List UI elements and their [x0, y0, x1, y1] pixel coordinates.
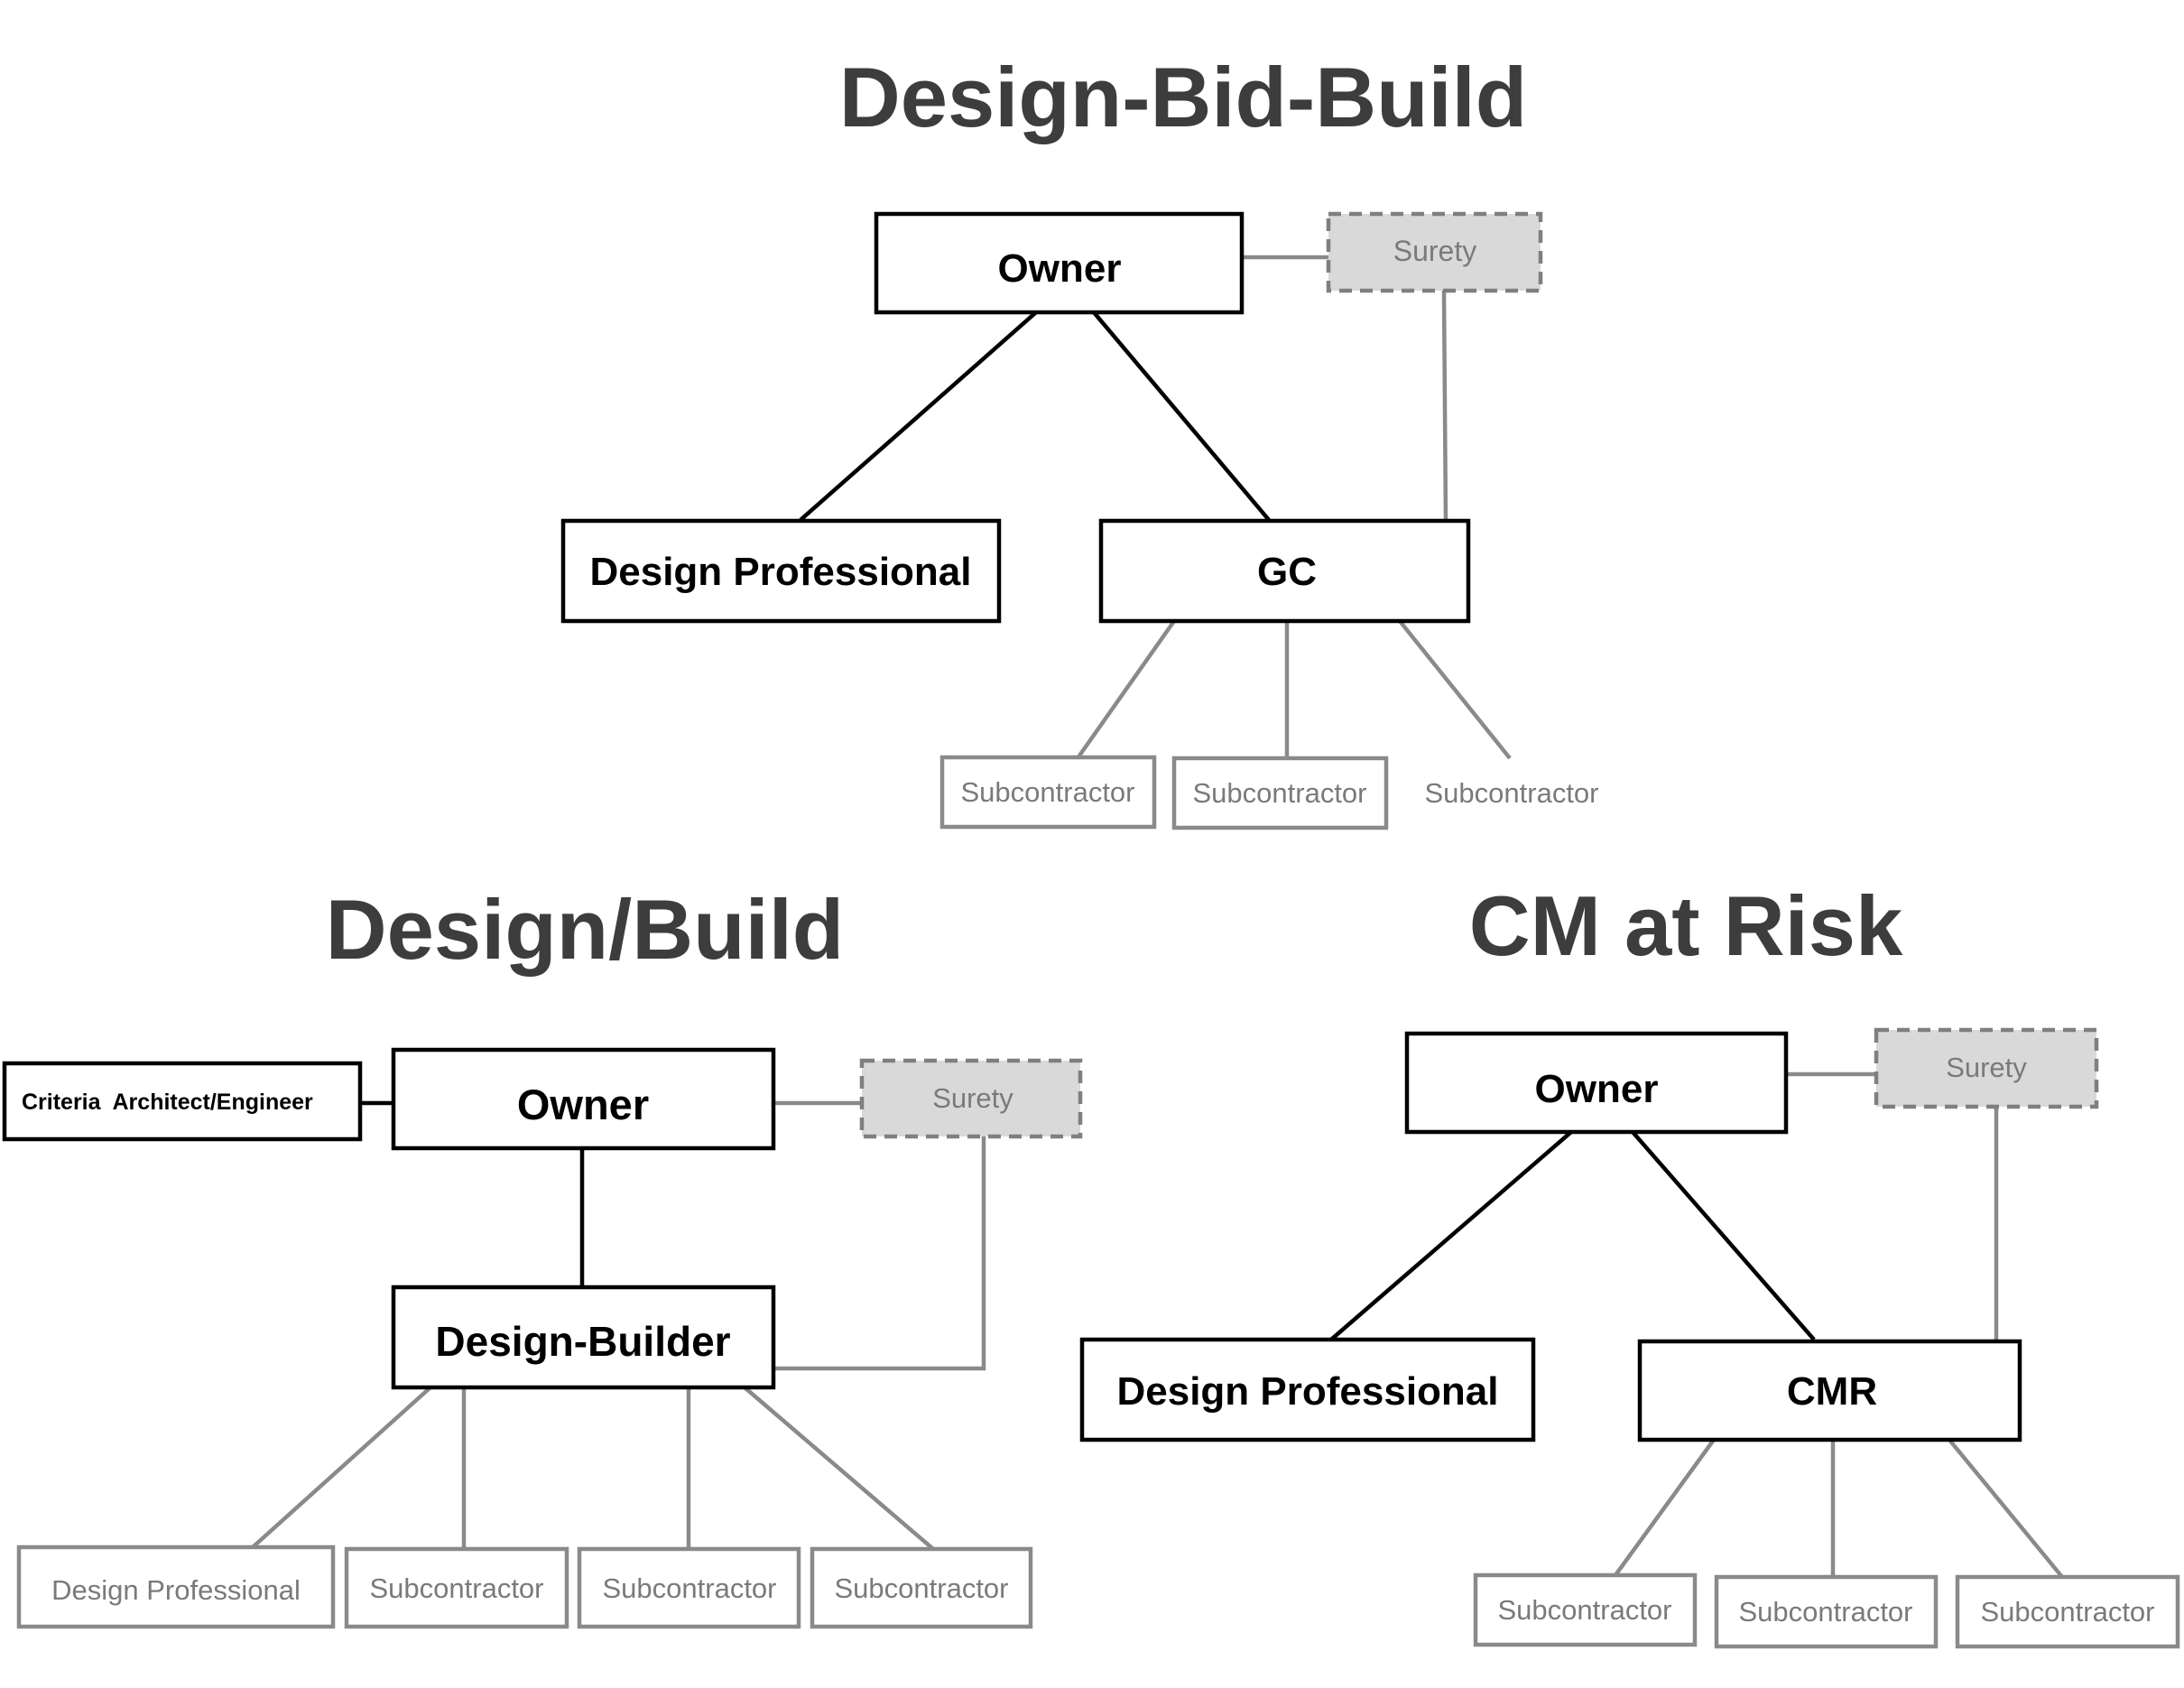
dbb-owner-box: [874, 211, 1245, 315]
design-bid-build-diagram: Design-Bid-Build Owner Surety Design Pro…: [560, 50, 1599, 830]
cmr-cmr-label: CMR: [1787, 1369, 1877, 1414]
dbb-gc-sub3-line: [1398, 619, 1512, 760]
dbb-gc-label: GC: [1257, 550, 1317, 594]
dbb-gc-sub1-line: [1076, 619, 1176, 760]
db-criteria-box: [2, 1061, 363, 1142]
cmr-subcontractor-label-3: Subcontractor: [1981, 1596, 2155, 1628]
cmr-subcontractor-box-1: [1473, 1572, 1698, 1647]
db-design-professional-label: Design Professional: [51, 1574, 301, 1606]
db-criteria-label: Criteria Architect/Engineer: [22, 1090, 313, 1115]
db-designbuilder-sub3-line: [743, 1386, 935, 1551]
dbb-subcontractor-label-2: Subcontractor: [1193, 777, 1367, 809]
db-design-professional-box: [16, 1544, 336, 1629]
cmr-cmr-sub3-line: [1948, 1438, 2064, 1579]
design-build-diagram: Design/Build Criteria Architect/Engineer…: [2, 882, 1083, 1629]
dbb-owner-design-line: [799, 311, 1038, 522]
db-subcontractor-label-1: Subcontractor: [370, 1572, 544, 1604]
db-subcontractor-box-2: [577, 1546, 801, 1629]
dbb-gc-box: [1098, 518, 1471, 624]
db-surety-label: Surety: [932, 1082, 1013, 1114]
cmr-subcontractor-label-1: Subcontractor: [1498, 1594, 1672, 1626]
cmr-owner-design-line: [1329, 1130, 1573, 1341]
cmr-owner-label: Owner: [1535, 1067, 1659, 1111]
dbb-owner-gc-line: [1092, 311, 1271, 522]
db-designbuilder-designpro-line: [251, 1386, 432, 1549]
cmr-design-professional-label: Design Professional: [1116, 1369, 1498, 1414]
cmr-owner-box: [1404, 1031, 1789, 1135]
dbb-subcontractor-box-2: [1171, 756, 1389, 830]
cmr-owner-cmr-line: [1631, 1130, 1816, 1341]
db-design-builder-label: Design-Builder: [435, 1318, 730, 1365]
dbb-title: Design-Bid-Build: [839, 50, 1527, 144]
db-surety-designbuilder-line: [773, 1136, 986, 1371]
db-subcontractor-label-3: Subcontractor: [835, 1572, 1009, 1604]
db-subcontractor-label-2: Subcontractor: [603, 1572, 777, 1604]
cmr-cmr-box: [1637, 1339, 2022, 1442]
db-owner-box: [391, 1047, 776, 1151]
cmr-subcontractor-label-2: Subcontractor: [1739, 1596, 1913, 1628]
cmr-title: CM at Risk: [1469, 878, 1903, 973]
db-design-builder-box: [391, 1285, 776, 1390]
db-title: Design/Build: [326, 882, 844, 977]
dbb-surety-label: Surety: [1393, 235, 1476, 267]
dbb-subcontractor-box-1: [939, 755, 1157, 830]
dbb-subcontractor-label-3: Subcontractor: [1425, 777, 1599, 809]
dbb-design-professional-box: [560, 518, 1002, 624]
cmr-design-professional-box: [1079, 1337, 1536, 1442]
dbb-owner-label: Owner: [998, 246, 1122, 291]
dbb-surety-box: [1326, 211, 1543, 293]
db-surety-box: [859, 1058, 1083, 1139]
dbb-subcontractor-label-1: Subcontractor: [961, 776, 1135, 808]
dbb-surety-gc-line: [1441, 290, 1448, 524]
db-subcontractor-box-1: [344, 1546, 569, 1629]
db-owner-label: Owner: [517, 1081, 649, 1128]
cmr-surety-box: [1874, 1027, 2099, 1109]
dbb-design-professional-label: Design Professional: [589, 550, 971, 594]
cmr-surety-label: Surety: [1946, 1052, 2027, 1083]
cmr-subcontractor-box-3: [1955, 1574, 2180, 1649]
cm-at-risk-diagram: CM at Risk Owner Surety Design Professio…: [1079, 878, 2180, 1649]
db-subcontractor-box-3: [810, 1546, 1033, 1629]
cmr-cmr-sub1-line: [1614, 1438, 1716, 1577]
cmr-subcontractor-box-2: [1714, 1574, 1939, 1649]
